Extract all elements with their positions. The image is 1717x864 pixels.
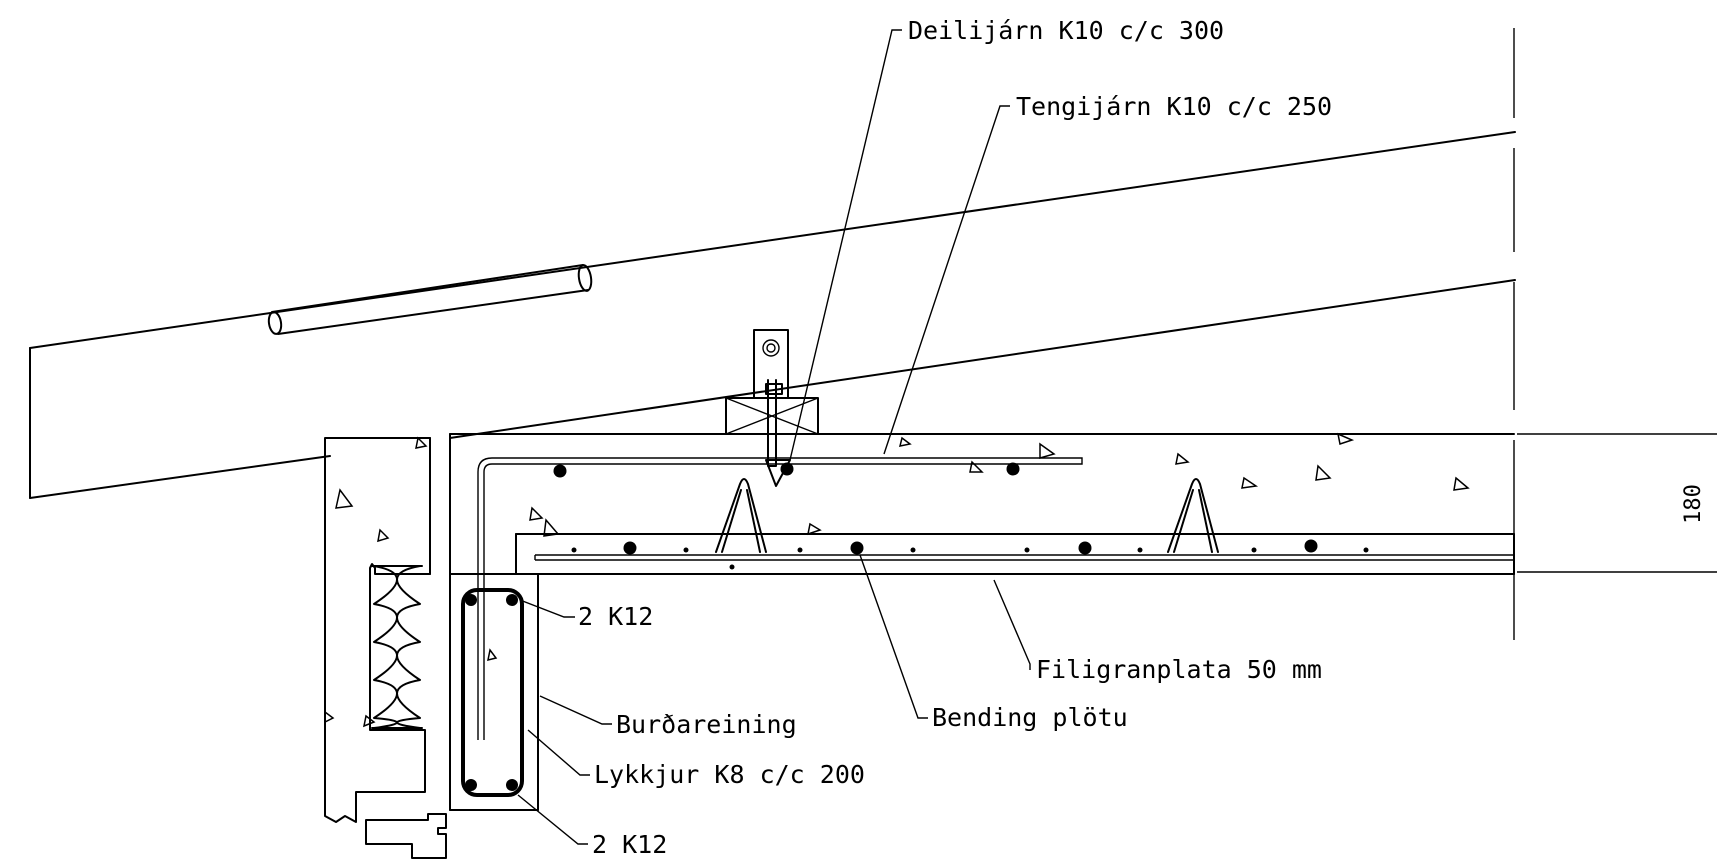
label-burdareining: Burðareining [616,710,797,739]
outer-wall-element [324,437,431,823]
label-2-k12-bottom: 2 K12 [592,830,667,859]
insulation [371,565,423,729]
dimension-lines [1517,433,1717,573]
label-filigranplata: Filigranplata 50 mm [1036,655,1322,684]
label-lykkjur: Lykkjur K8 c/c 200 [594,760,865,789]
label-bending-plotu: Bending plötu [932,703,1128,732]
rebars [553,462,1369,570]
leader-lines [517,29,1031,845]
pipe [267,264,593,335]
lattice-girder-2 [1167,478,1219,553]
timber-bracket [725,329,819,487]
label-tengijarn: Tengijárn K10 c/c 250 [1016,92,1332,121]
bottom-profile [365,813,447,859]
label-2-k12-top: 2 K12 [578,602,653,631]
dimension-180: 180 [1681,484,1706,524]
concrete-aggregate [324,432,1470,728]
lattice-girder-1 [715,478,767,553]
label-deilijarn: Deilijárn K10 c/c 300 [908,16,1224,45]
stirrup [461,588,524,797]
slab [449,433,1515,811]
sloped-roof-beam [29,131,1516,499]
top-hook-bar [477,457,1083,740]
